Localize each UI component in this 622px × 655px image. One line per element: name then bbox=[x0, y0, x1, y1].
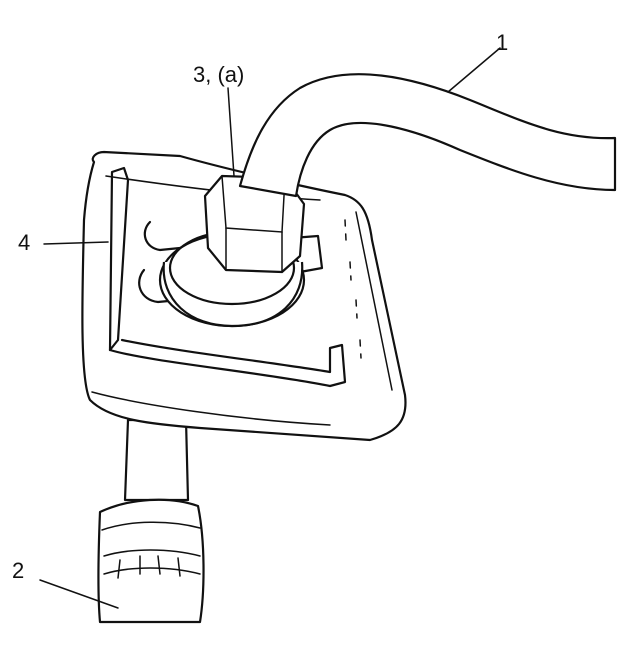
callout-1: 1 bbox=[496, 30, 508, 55]
callout-2: 2 bbox=[12, 558, 24, 583]
callout-3: 3, (a) bbox=[193, 62, 244, 87]
callout-4: 4 bbox=[18, 230, 30, 255]
tube-nut-fitting bbox=[158, 174, 306, 328]
brake-pipe bbox=[238, 73, 617, 198]
retaining-clip bbox=[108, 166, 347, 388]
flexible-hose bbox=[97, 418, 205, 624]
leader-lines bbox=[39, 47, 501, 609]
